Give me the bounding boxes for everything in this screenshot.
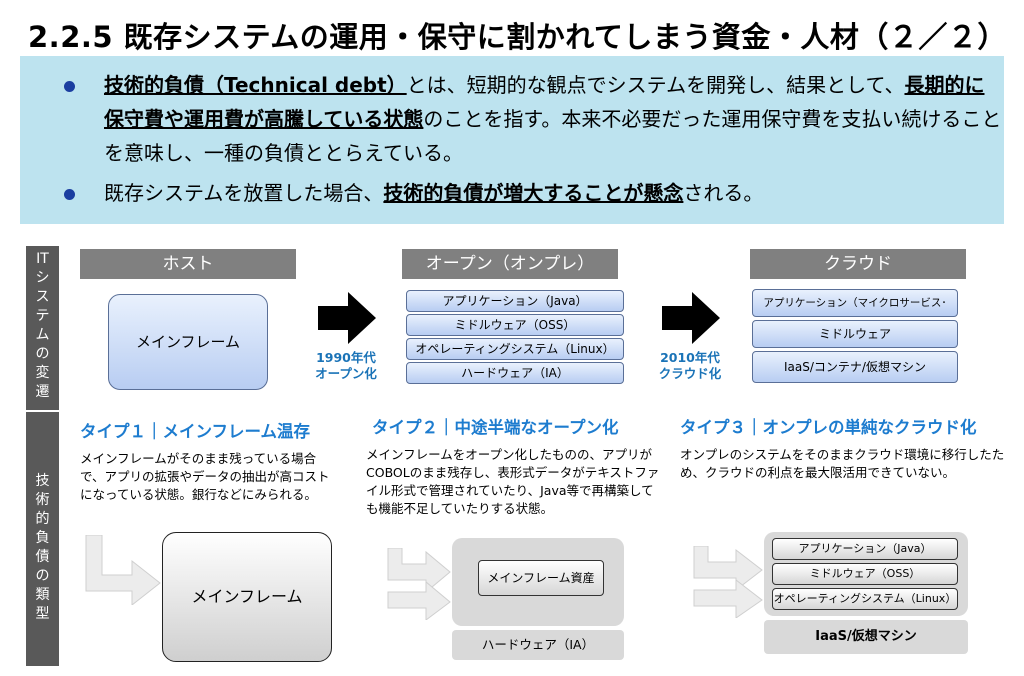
bullet-2-text: 既存システムを放置した場合、技術的負債が増大することが懸念される。 — [104, 176, 1004, 210]
summary-box: 技術的負債（Technical debt）とは、短期的な観点でシステムを開発し、… — [20, 56, 1004, 224]
arrow-right-icon — [662, 292, 720, 344]
bullet-1-part-4: のことを指す。本来不必要だった運用保守費を支払い続けることを意味し、一種の負債と… — [104, 107, 1002, 165]
type-1-description: メインフレームがそのまま残っている場合で、アプリの拡張やデータの抽出が高コストに… — [80, 451, 330, 502]
type-3-layer-os: オペレーティングシステム（Linux） — [772, 588, 958, 610]
open-layer-app: アプリケーション（Java） — [406, 290, 624, 312]
arrow-1-label: 1990年代オープン化 — [315, 350, 377, 381]
host-header: ホスト — [80, 249, 296, 279]
type-3-description: オンプレのシステムをそのままクラウド環境に移行したため、クラウドの利点を最大限活… — [680, 447, 1005, 480]
type-3-layer-app: アプリケーション（Java） — [772, 538, 958, 560]
type-3-layer-middleware: ミドルウェア（OSS） — [772, 563, 958, 585]
bullet-2-emphasis: 技術的負債が増大することが懸念 — [383, 181, 684, 205]
technical-debt-term: 技術的負債（Technical debt） — [104, 73, 407, 97]
type-2-description: メインフレームをオープン化したものの、アプリがCOBOLのまま残存し、表形式デー… — [366, 447, 660, 516]
type-2-mainframe-assets: メインフレーム資産 — [478, 560, 604, 596]
cloud-header: クラウド — [750, 249, 966, 279]
open-layer-hardware: ハードウェア（IA） — [406, 362, 624, 384]
type-2-hardware-base: ハードウェア（IA） — [452, 630, 624, 660]
bullet-1-text: 技術的負債（Technical debt）とは、短期的な観点でシステムを開発し、… — [104, 68, 1004, 170]
open-layer-middleware: ミドルウェア（OSS） — [406, 314, 624, 336]
bullet-dot-icon — [64, 81, 75, 92]
type-1-title: タイプ１｜メインフレーム温存 — [80, 422, 311, 441]
open-layer-os: オペレーティングシステム（Linux） — [406, 338, 624, 360]
arrow-2-label: 2010年代クラウド化 — [658, 350, 722, 381]
bullet-1-part-2: とは、短期的な観点でシステムを開発し、結果として、 — [406, 73, 905, 97]
bullet-2-part-1: 既存システムを放置した場合、 — [104, 181, 384, 205]
open-header: オープン（オンプレ） — [402, 249, 618, 279]
bent-arrow-icon — [85, 535, 161, 605]
bullet-2-part-3: される。 — [683, 181, 764, 205]
cloud-layer-app: アプリケーション（マイクロサービス･API） — [752, 289, 958, 335]
arrow-right-icon — [318, 292, 376, 344]
cloud-layer-middleware: ミドルウェア — [752, 320, 958, 348]
bullet-1-emphasis: 長期的に保守費や運用費が高騰している状態 — [104, 73, 985, 131]
bent-arrow-icon — [387, 548, 451, 620]
type-3-iaas-base: IaaS/仮想マシン — [764, 620, 968, 654]
bent-arrow-icon — [693, 546, 763, 618]
bullet-dot-icon — [64, 189, 75, 200]
cloud-layer-iaas: IaaS/コンテナ/仮想マシン — [752, 351, 958, 383]
type-2-title: タイプ２｜中途半端なオープン化 — [372, 418, 619, 437]
side-label-debt-types: 技術的負債の類型 — [26, 412, 59, 666]
type-3-title: タイプ３｜オンプレの単純なクラウド化 — [680, 418, 977, 437]
type-1-mainframe-box: メインフレーム — [162, 532, 332, 662]
page-title: 2.2.5 既存システムの運用・保守に割かれてしまう資金・人材（２／２） — [28, 20, 1007, 54]
host-mainframe-box: メインフレーム — [108, 294, 268, 390]
